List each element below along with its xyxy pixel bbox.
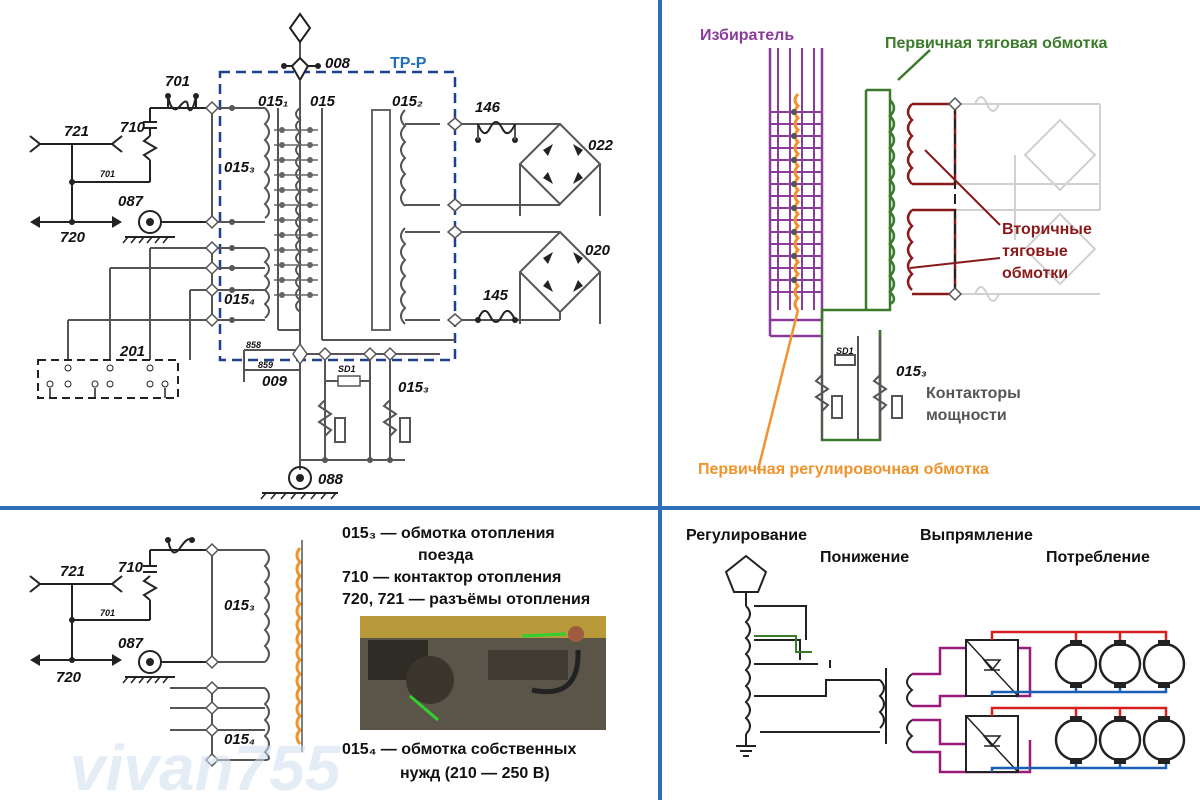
- bl-connector-721-720: [29, 575, 150, 666]
- label-020: 020: [585, 242, 611, 259]
- contactor-710: [142, 93, 210, 182]
- label-contactors-1: Контакторы: [926, 385, 1021, 402]
- secondary-traction-windings: [906, 96, 1001, 302]
- label-015-3: 015₃: [224, 159, 255, 176]
- label-regulation: Регулирование: [686, 527, 807, 544]
- pantograph-008: [281, 12, 321, 108]
- panel-top-left-schematic: ТР-Р 721 720 701: [29, 12, 614, 500]
- power-contactors-bottom: [243, 342, 440, 463]
- label-720: 720: [60, 229, 86, 246]
- label-contactors-2: мощности: [926, 407, 1007, 424]
- label-087: 087: [118, 193, 144, 210]
- label-015-1: 015₁: [258, 93, 288, 110]
- primary-regulation-winding: [756, 92, 801, 471]
- legend-015-4-a: 015₄ — обмотка собственных: [342, 741, 576, 758]
- bl-windings: [170, 540, 303, 768]
- motor-icon: [1142, 716, 1186, 764]
- rectifier-blocks: [965, 639, 1019, 773]
- panel-bottom-right-block: Регулирование Выпрямление Понижение Потр…: [686, 527, 1186, 774]
- photo-heating-connector: [360, 616, 606, 730]
- power-contactors: [814, 336, 903, 440]
- bl-ground-087: [122, 650, 212, 684]
- legend-710: 710 — контактор отопления: [342, 569, 561, 586]
- label-sd1: SD1: [338, 364, 356, 374]
- label-008: 008: [325, 55, 351, 72]
- label-022: 022: [588, 137, 614, 154]
- bl-label-720: 720: [56, 669, 82, 686]
- motor-icon: [1098, 640, 1142, 688]
- label-009: 009: [262, 373, 288, 390]
- watermark: vivan755: [70, 732, 342, 800]
- bl-label-015-3: 015₃: [224, 597, 255, 614]
- block-201: [37, 359, 179, 399]
- trp-label: ТР-Р: [390, 55, 427, 72]
- label-primary-regulation: Первичная регулировочная обмотка: [698, 461, 989, 478]
- bl-label-015-4: 015₄: [224, 731, 255, 748]
- label-secondary-traction-2: тяговые: [1002, 243, 1068, 260]
- label-secondary-traction-3: обмотки: [1002, 265, 1068, 282]
- panel-top-right-colored: SD1 015₃ Избиратель Первичная тяговая об…: [698, 27, 1107, 478]
- trp-box: [218, 70, 457, 362]
- legend-015-3-b: поезда: [418, 547, 473, 564]
- ground-088: [260, 466, 338, 500]
- label-stepdown: Понижение: [820, 549, 909, 566]
- label-015-4: 015₄: [224, 291, 255, 308]
- bl-label-721: 721: [60, 563, 85, 580]
- pantograph-pentagon: [724, 554, 768, 606]
- tr-label-sd1: SD1: [836, 346, 854, 356]
- legend-015-3-a: 015₃ — обмотка отопления: [342, 525, 555, 542]
- bl-label-087: 087: [118, 635, 144, 652]
- label-721: 721: [64, 123, 89, 140]
- bl-contactor-710: [142, 537, 212, 620]
- label-701a: 701: [165, 73, 190, 90]
- secondary-coils: [906, 646, 1032, 774]
- connector-721-720: [29, 135, 150, 228]
- legend-015-4-b: нужд (210 — 250 В): [400, 765, 550, 782]
- motor-icon: [1054, 640, 1098, 688]
- winding-015-3-015-4: [67, 100, 270, 360]
- tr-label-015-3: 015₃: [896, 363, 927, 380]
- motor-icon: [1054, 716, 1098, 764]
- traction-motors: [1054, 640, 1186, 764]
- ground-087: [122, 210, 210, 244]
- label-710: 710: [120, 119, 146, 136]
- label-selector: Избиратель: [700, 27, 794, 44]
- label-701b: 701: [100, 169, 115, 179]
- label-088: 088: [318, 471, 344, 488]
- label-858: 858: [246, 340, 261, 350]
- label-146: 146: [475, 99, 501, 116]
- panel-bottom-left: 721 720 701 710 087: [29, 525, 606, 800]
- rectifier-022: [446, 117, 602, 216]
- label-145: 145: [483, 287, 509, 304]
- rectifier-020: [446, 225, 602, 327]
- label-015-2: 015₂: [392, 93, 423, 110]
- bl-label-701: 701: [100, 608, 115, 618]
- label-consumption: Потребление: [1046, 549, 1150, 566]
- label-primary-traction: Первичная тяговая обмотка: [885, 35, 1107, 52]
- grey-background-schematic: [955, 96, 1101, 302]
- label-rectification: Выпрямление: [920, 527, 1033, 544]
- motor-icon: [1098, 716, 1142, 764]
- label-015: 015: [310, 93, 336, 110]
- legend-720-721: 720, 721 — разъёмы отопления: [342, 591, 590, 608]
- label-015-3-bottom: 015₃: [398, 379, 429, 396]
- label-secondary-traction-1: Вторичные: [1002, 221, 1092, 238]
- autotransformer: [736, 605, 887, 757]
- transformer-core: [274, 40, 455, 470]
- bl-label-710: 710: [118, 559, 144, 576]
- motor-icon: [1142, 640, 1186, 688]
- label-201: 201: [119, 343, 145, 360]
- label-859: 859: [258, 360, 273, 370]
